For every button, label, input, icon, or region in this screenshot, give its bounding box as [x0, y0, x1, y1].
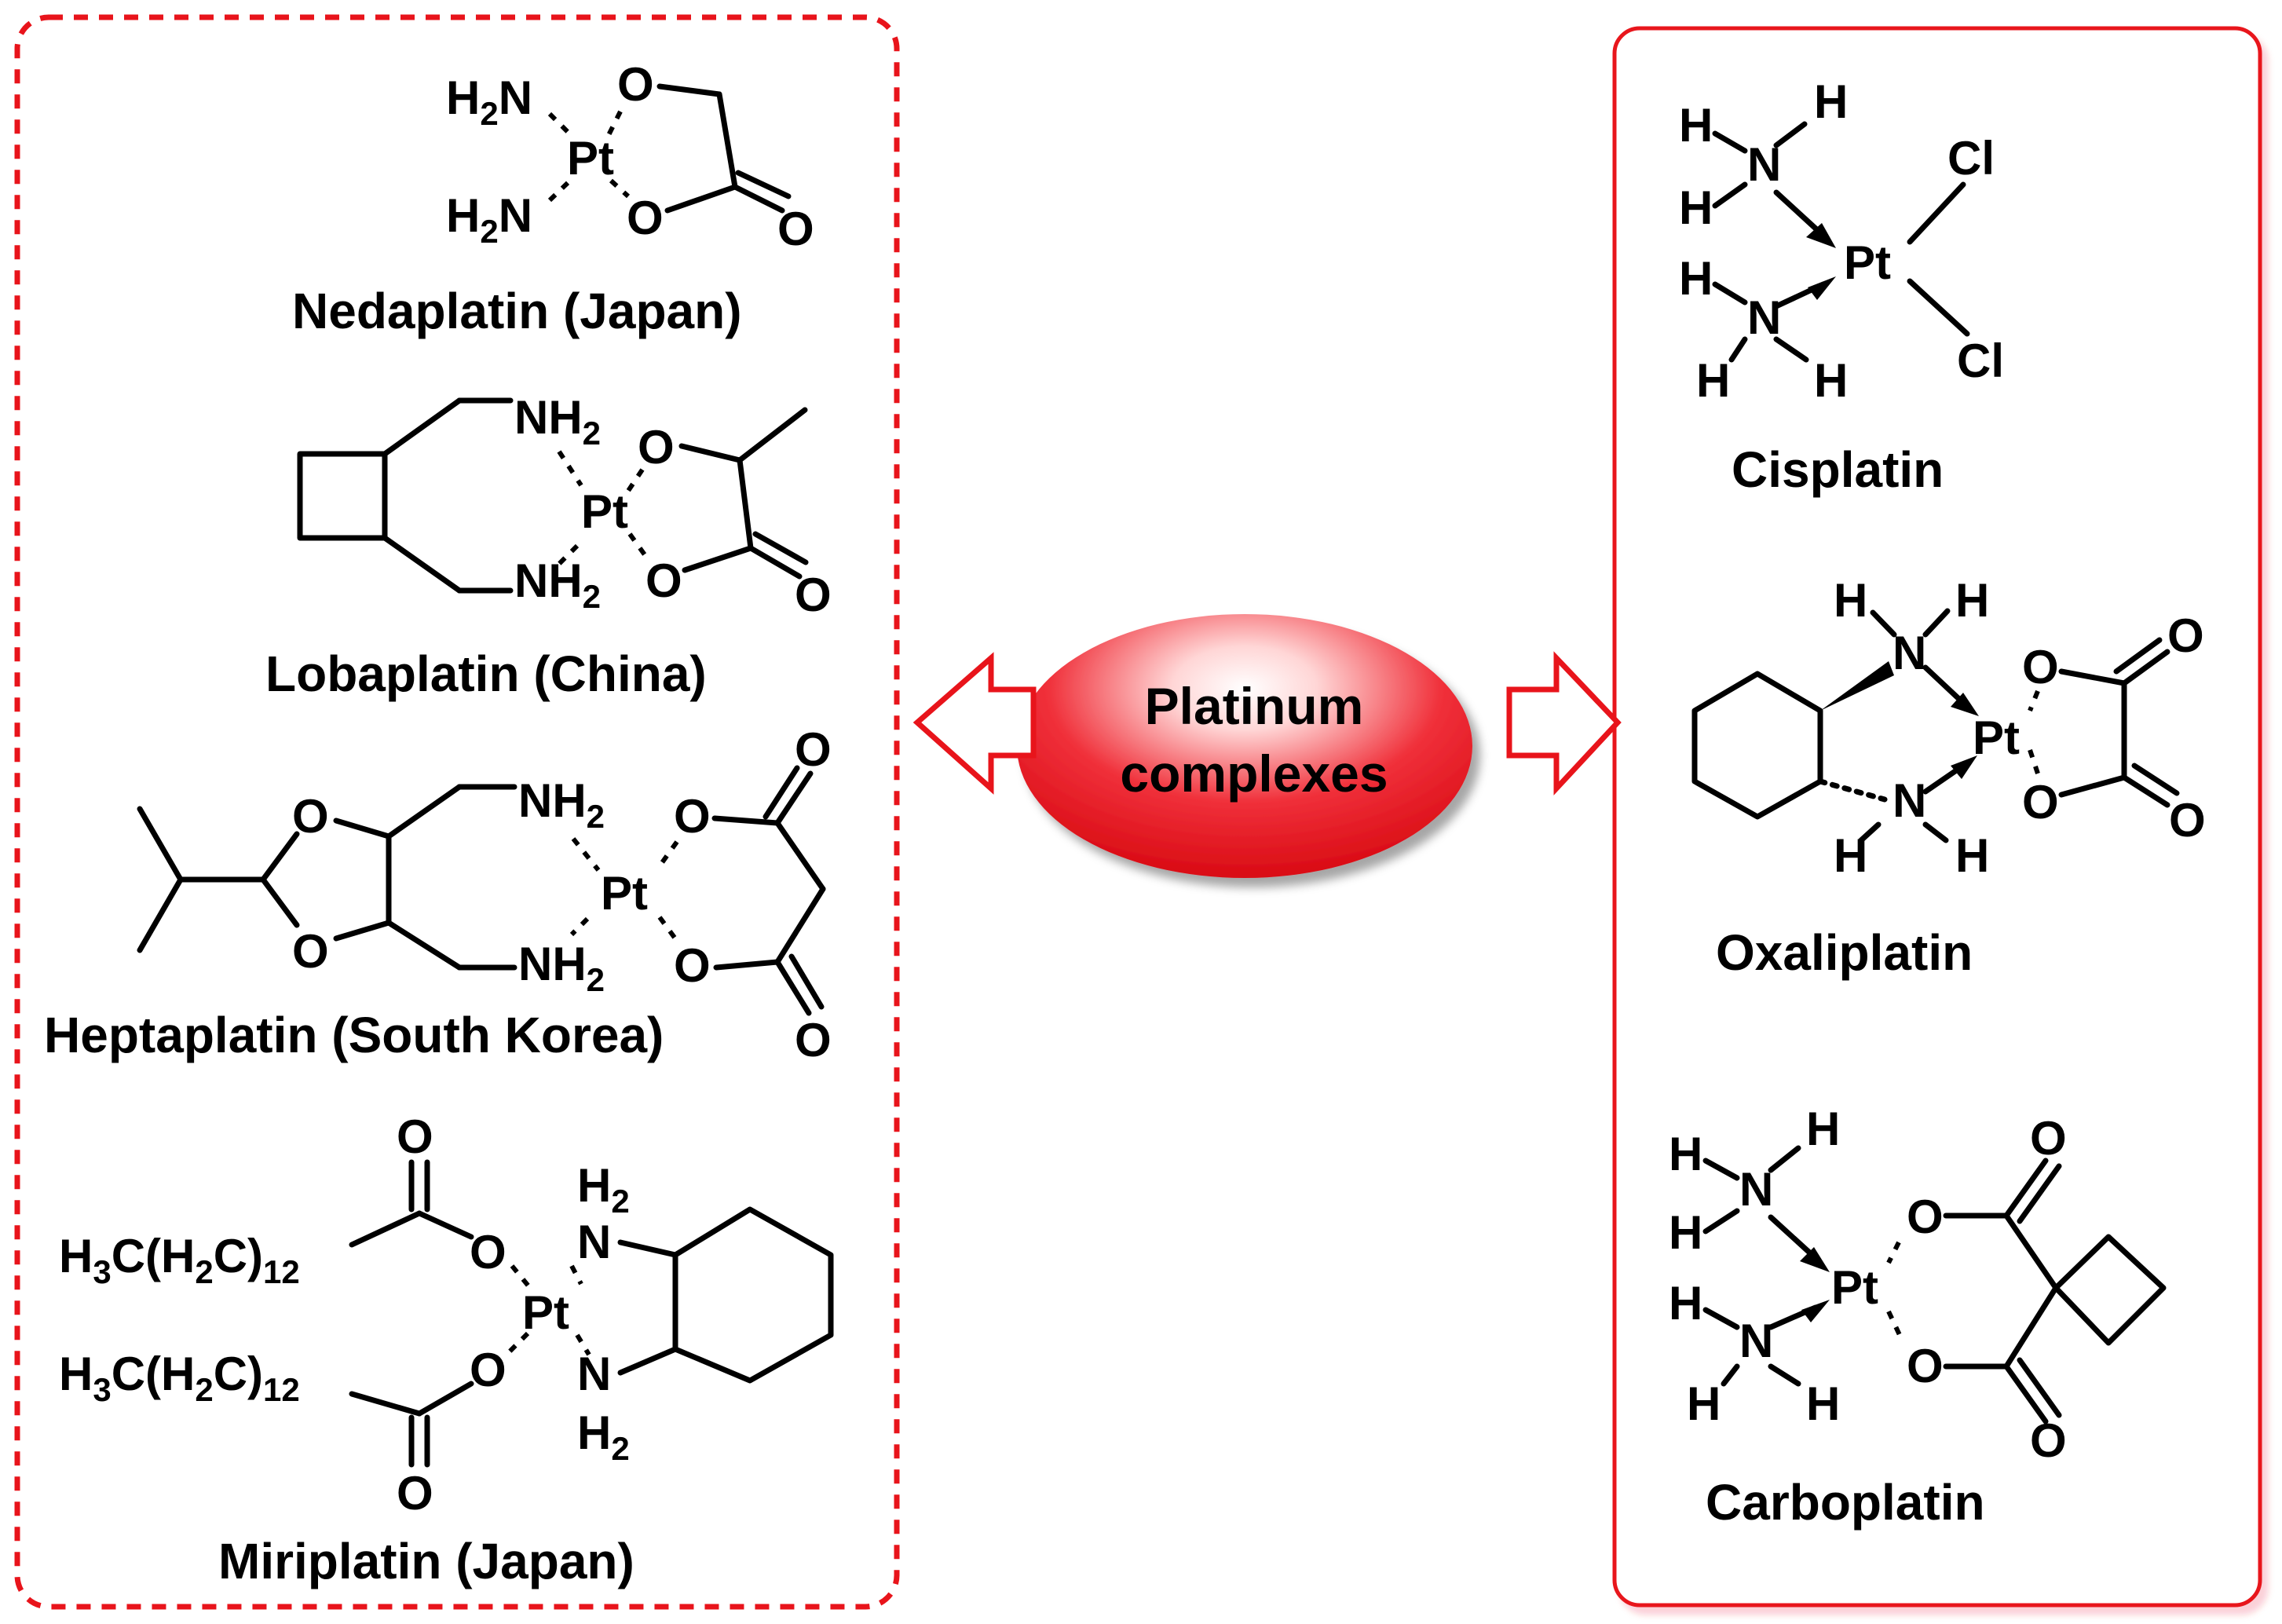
svg-text:Cl: Cl — [1957, 335, 2004, 387]
center-badge: Platinum complexes — [1017, 614, 1472, 878]
miriplatin-structure: O H3C(H2C)12 O Pt O H3C(H2C)12 O H2 N N … — [59, 1110, 834, 1589]
svg-text:NH2: NH2 — [514, 554, 601, 615]
center-label-line2: complexes — [1120, 744, 1388, 803]
svg-text:H: H — [1669, 1277, 1702, 1330]
oxaliplatin-structure: H H N N H H Pt O O O O Oxaliplatin — [1691, 574, 2206, 981]
svg-text:Pt: Pt — [1844, 236, 1891, 289]
right-panel-border — [1612, 26, 2262, 1608]
svg-text:Pt: Pt — [601, 867, 648, 920]
lobaplatin-structure: NH2 NH2 Pt O O O Lobaplatin (China) — [265, 391, 832, 702]
cisplatin-label: Cisplatin — [1732, 441, 1944, 498]
svg-text:H2: H2 — [577, 1159, 630, 1220]
svg-text:H: H — [1955, 829, 1989, 882]
cisplatin-structure: H N H H Pt Cl Cl H N H H Cisplatin — [1679, 75, 2004, 498]
svg-text:H3C(H2C)12: H3C(H2C)12 — [59, 1348, 300, 1408]
svg-text:O: O — [2167, 609, 2204, 662]
svg-text:N: N — [1739, 1163, 1773, 1216]
nedaplatin-structure: H2N H2N Pt O O O Nedaplatin (Japan) — [292, 58, 814, 339]
svg-text:O: O — [470, 1344, 507, 1396]
svg-text:O: O — [795, 723, 832, 776]
svg-text:O: O — [1907, 1340, 1944, 1392]
lobaplatin-label: Lobaplatin (China) — [265, 646, 707, 702]
svg-text:O: O — [2022, 776, 2059, 828]
carboplatin-label: Carboplatin — [1706, 1474, 1985, 1531]
svg-text:O: O — [627, 192, 664, 244]
svg-text:Pt: Pt — [1831, 1261, 1878, 1314]
svg-text:H: H — [1955, 574, 1989, 627]
svg-text:Pt: Pt — [1973, 711, 2020, 764]
svg-text:O: O — [397, 1467, 433, 1520]
heptaplatin-label: Heptaplatin (South Korea) — [44, 1007, 664, 1063]
svg-text:O: O — [1907, 1191, 1944, 1243]
svg-text:H: H — [1669, 1206, 1702, 1259]
svg-text:Pt: Pt — [567, 132, 614, 185]
svg-text:N: N — [1893, 774, 1926, 827]
svg-text:H2: H2 — [577, 1406, 630, 1467]
svg-text:Pt: Pt — [581, 485, 628, 538]
svg-text:O: O — [617, 58, 654, 111]
svg-text:O: O — [795, 1014, 832, 1066]
svg-text:H3C(H2C)12: H3C(H2C)12 — [59, 1230, 300, 1290]
svg-text:O: O — [292, 790, 329, 843]
center-label-line1: Platinum — [1145, 677, 1364, 735]
svg-text:N: N — [577, 1216, 611, 1268]
svg-text:H: H — [1814, 75, 1848, 128]
miriplatin-label: Miriplatin (Japan) — [218, 1533, 634, 1589]
carboplatin-structure: H N H H Pt H N H H O O O O Carboplatin — [1669, 1103, 2167, 1531]
svg-text:H: H — [1687, 1377, 1721, 1430]
svg-text:H: H — [1806, 1103, 1840, 1155]
right-arrow-icon — [1506, 651, 1622, 796]
svg-text:N: N — [577, 1348, 611, 1400]
svg-text:O: O — [2022, 641, 2059, 693]
svg-text:O: O — [674, 939, 711, 992]
svg-text:Cl: Cl — [1947, 132, 1995, 185]
svg-text:H: H — [1679, 99, 1713, 152]
svg-text:O: O — [2030, 1414, 2067, 1467]
oxaliplatin-label: Oxaliplatin — [1716, 924, 1973, 981]
left-arrow-icon — [912, 652, 1037, 795]
svg-text:Pt: Pt — [522, 1286, 569, 1339]
svg-text:H: H — [1679, 181, 1713, 234]
svg-text:NH2: NH2 — [514, 391, 601, 452]
svg-text:H2N: H2N — [446, 71, 532, 132]
svg-text:H: H — [1679, 252, 1713, 305]
svg-text:H: H — [1834, 574, 1867, 627]
svg-text:O: O — [645, 554, 682, 607]
svg-text:O: O — [674, 790, 711, 843]
svg-text:H: H — [1669, 1128, 1702, 1180]
svg-text:O: O — [292, 925, 329, 978]
left-panel-border — [14, 14, 900, 1610]
center-ellipse — [1017, 614, 1472, 878]
svg-text:N: N — [1893, 627, 1926, 679]
svg-text:H: H — [1696, 354, 1730, 407]
svg-text:O: O — [638, 421, 675, 474]
svg-text:NH2: NH2 — [518, 938, 605, 998]
svg-text:N: N — [1739, 1315, 1773, 1367]
svg-text:O: O — [470, 1226, 507, 1278]
svg-text:H: H — [1806, 1377, 1840, 1430]
nedaplatin-label: Nedaplatin (Japan) — [292, 283, 742, 339]
svg-text:NH2: NH2 — [518, 774, 605, 835]
svg-text:O: O — [2030, 1112, 2067, 1165]
heptaplatin-structure: O O NH2 NH2 Pt O O O O Heptaplatin (Sout… — [44, 723, 832, 1066]
svg-text:N: N — [1747, 291, 1781, 344]
svg-text:O: O — [397, 1110, 433, 1163]
svg-text:H: H — [1814, 354, 1848, 407]
svg-text:H2N: H2N — [446, 189, 532, 250]
svg-text:O: O — [2169, 794, 2206, 847]
